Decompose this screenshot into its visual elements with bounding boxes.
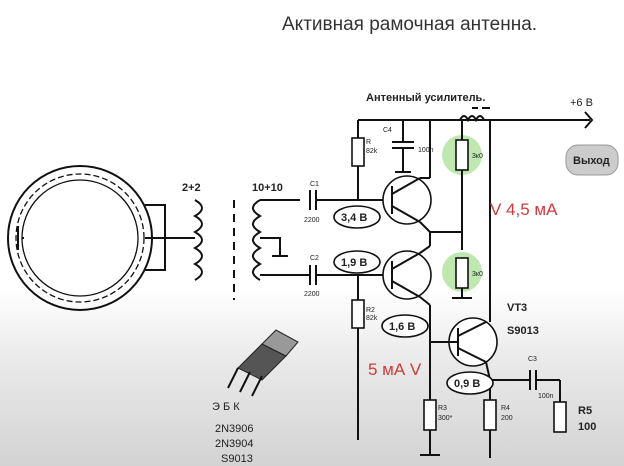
current-upper: V 4,5 мА [490, 200, 558, 219]
svg-text:C4: C4 [383, 127, 392, 134]
svg-text:R3: R3 [438, 405, 447, 412]
resistor-r4: R4 200 [483, 399, 513, 458]
voltage-badge-q1-base: 3,4 В [333, 205, 381, 229]
svg-text:100n: 100n [538, 393, 554, 400]
pinout-labels: Э Б К [212, 401, 240, 413]
voltage-badge-q2-emitter: 1,6 В [381, 314, 429, 338]
transistor-q1 [382, 120, 432, 246]
svg-text:1,9 В: 1,9 В [341, 257, 367, 269]
svg-text:C1: C1 [310, 181, 319, 188]
pinout-type-2: 2N3904 [215, 438, 254, 450]
resistor-r: R 82k [351, 120, 378, 200]
svg-text:300*: 300* [438, 415, 453, 422]
resistor-r3: R3 300* [420, 399, 453, 456]
output-label: Выход [573, 155, 610, 167]
secondary-turns-label: 10+10 [252, 182, 283, 194]
svg-text:C3: C3 [528, 356, 537, 363]
voltage-badge-q3-emitter: 0,9 В [446, 371, 494, 395]
svg-text:2200: 2200 [304, 291, 320, 298]
svg-text:R: R [366, 139, 371, 146]
svg-text:100n: 100n [418, 147, 434, 154]
voltage-badge-q2-base: 1,9 В [333, 250, 381, 274]
resistor-r5: R5 100 [553, 380, 596, 433]
resistor-r2: R2 82k [351, 275, 378, 440]
loop-antenna [7, 165, 153, 311]
svg-text:3к0: 3к0 [472, 153, 483, 160]
capacitor-c1: C1 2200 [304, 181, 330, 224]
transistor-q2 [382, 231, 462, 400]
svg-text:2200: 2200 [304, 217, 320, 224]
capacitor-c2: C2 2200 [300, 255, 345, 298]
supply-rail: +6 В [358, 97, 594, 129]
amplifier-label: Антенный усилитель. [366, 92, 485, 104]
transistor-vt3: VT3 S9013 [430, 120, 539, 400]
svg-text:C2: C2 [310, 255, 319, 262]
load-resistor-mid: 3к0 [442, 252, 483, 299]
svg-text:1,6 В: 1,6 В [389, 321, 415, 333]
svg-text:100: 100 [578, 421, 596, 433]
vt3-label: VT3 [507, 302, 527, 314]
rf-transformer: 2+2 10+10 [145, 182, 300, 300]
current-lower: 5 мА V [368, 360, 422, 379]
svg-text:82k: 82k [366, 148, 378, 155]
pinout-type-3: S9013 [221, 453, 253, 465]
diagram-title: Активная рамочная антенна. [282, 14, 537, 35]
supply-voltage-label: +6 В [570, 97, 593, 109]
svg-text:R4: R4 [501, 405, 510, 412]
primary-turns-label: 2+2 [182, 182, 201, 194]
capacitor-c4: C4 100n [383, 120, 434, 173]
output-terminal: Выход [565, 144, 619, 176]
svg-text:R5: R5 [578, 405, 592, 417]
svg-text:0,9 В: 0,9 В [454, 378, 480, 390]
svg-text:200: 200 [501, 415, 513, 422]
vt3-type: S9013 [507, 325, 539, 337]
svg-text:82k: 82k [366, 315, 378, 322]
transistor-pinout: Э Б К 2N3906 2N3904 S9013 [212, 329, 299, 465]
svg-text:3к0: 3к0 [472, 271, 483, 278]
pinout-type-1: 2N3906 [215, 423, 254, 435]
svg-text:R2: R2 [366, 307, 375, 314]
load-resistor-top: 3к0 [442, 120, 483, 250]
svg-text:3,4 В: 3,4 В [341, 212, 367, 224]
capacitor-c3: C3 100n [490, 356, 560, 400]
